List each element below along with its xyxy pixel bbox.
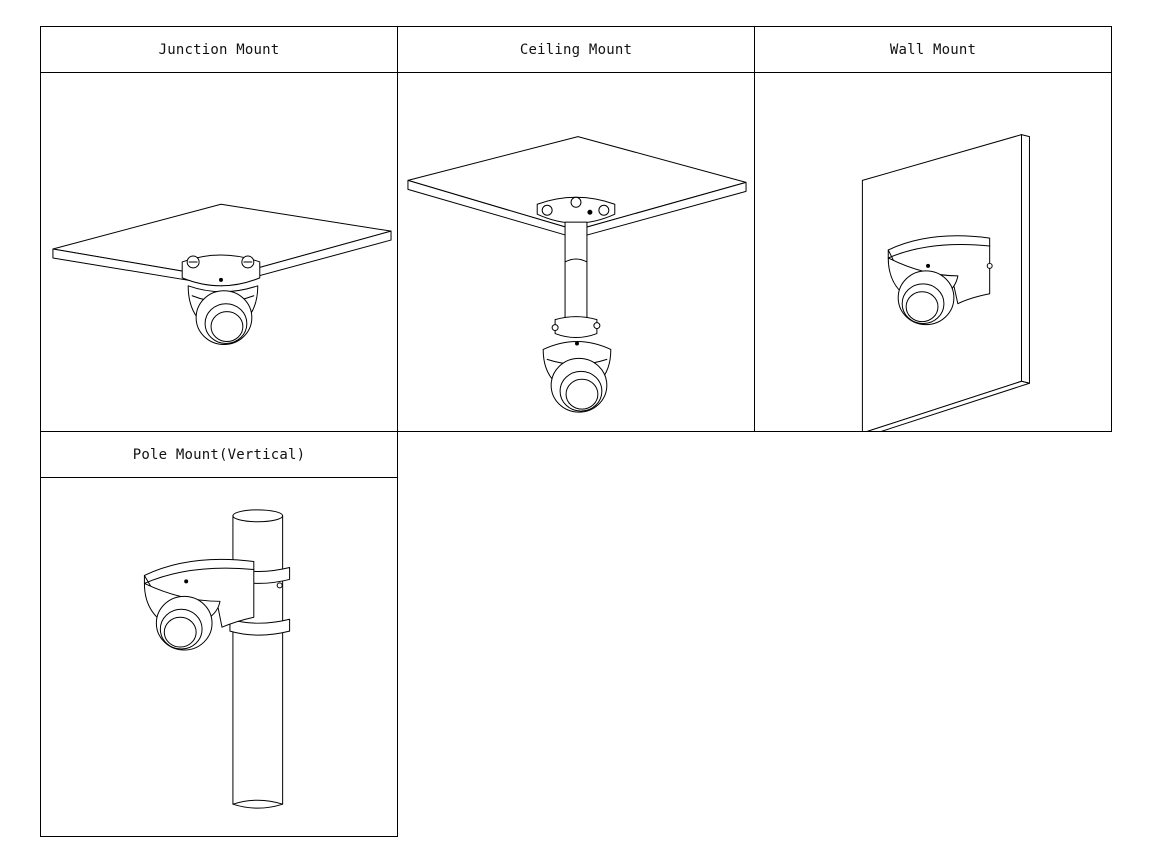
base-screw-2 bbox=[598, 204, 610, 216]
camera-ball bbox=[897, 270, 955, 326]
camera-ball bbox=[195, 290, 253, 345]
wall-panel-bottom bbox=[866, 380, 1030, 431]
camera-lens bbox=[210, 311, 244, 342]
camera-ball bbox=[550, 357, 608, 413]
camera-lens bbox=[163, 616, 197, 648]
pole-top bbox=[232, 509, 284, 523]
wall-mount-drawing bbox=[861, 134, 1030, 431]
camera-lens bbox=[905, 291, 939, 323]
pole-coupling bbox=[554, 316, 598, 339]
ceiling-mount-drawing bbox=[407, 136, 747, 413]
mount-cell-pole: Pole Mount(Vertical) bbox=[40, 431, 398, 837]
mount-title-ceiling: Ceiling Mount bbox=[398, 27, 754, 73]
vertical-pole bbox=[232, 515, 284, 809]
pole-band-lower bbox=[229, 618, 291, 636]
wall-panel-side bbox=[1021, 134, 1030, 384]
pole-mount-illustration bbox=[41, 478, 397, 836]
ceiling-mount-illustration bbox=[398, 73, 754, 431]
junction-mount-drawing bbox=[52, 203, 392, 345]
ceiling-pole bbox=[564, 221, 588, 323]
junction-indicator-dot bbox=[219, 277, 223, 282]
mount-cell-junction: Junction Mount bbox=[40, 26, 398, 432]
junction-box bbox=[181, 254, 261, 287]
mount-title-wall: Wall Mount bbox=[755, 27, 1111, 73]
mount-cell-ceiling: Ceiling Mount bbox=[397, 26, 755, 432]
mount-title-pole: Pole Mount(Vertical) bbox=[41, 432, 397, 478]
base-screw-3 bbox=[570, 196, 582, 208]
junction-mount-illustration bbox=[41, 73, 397, 431]
ceiling-mount-base bbox=[536, 196, 616, 224]
camera-lens bbox=[565, 378, 599, 410]
wall-mount-illustration bbox=[755, 73, 1111, 431]
mount-title-junction: Junction Mount bbox=[41, 27, 397, 73]
pole-mount-drawing bbox=[143, 509, 291, 809]
camera-ball bbox=[155, 595, 213, 651]
base-screw-1 bbox=[541, 204, 553, 216]
mount-cell-wall: Wall Mount bbox=[754, 26, 1112, 432]
